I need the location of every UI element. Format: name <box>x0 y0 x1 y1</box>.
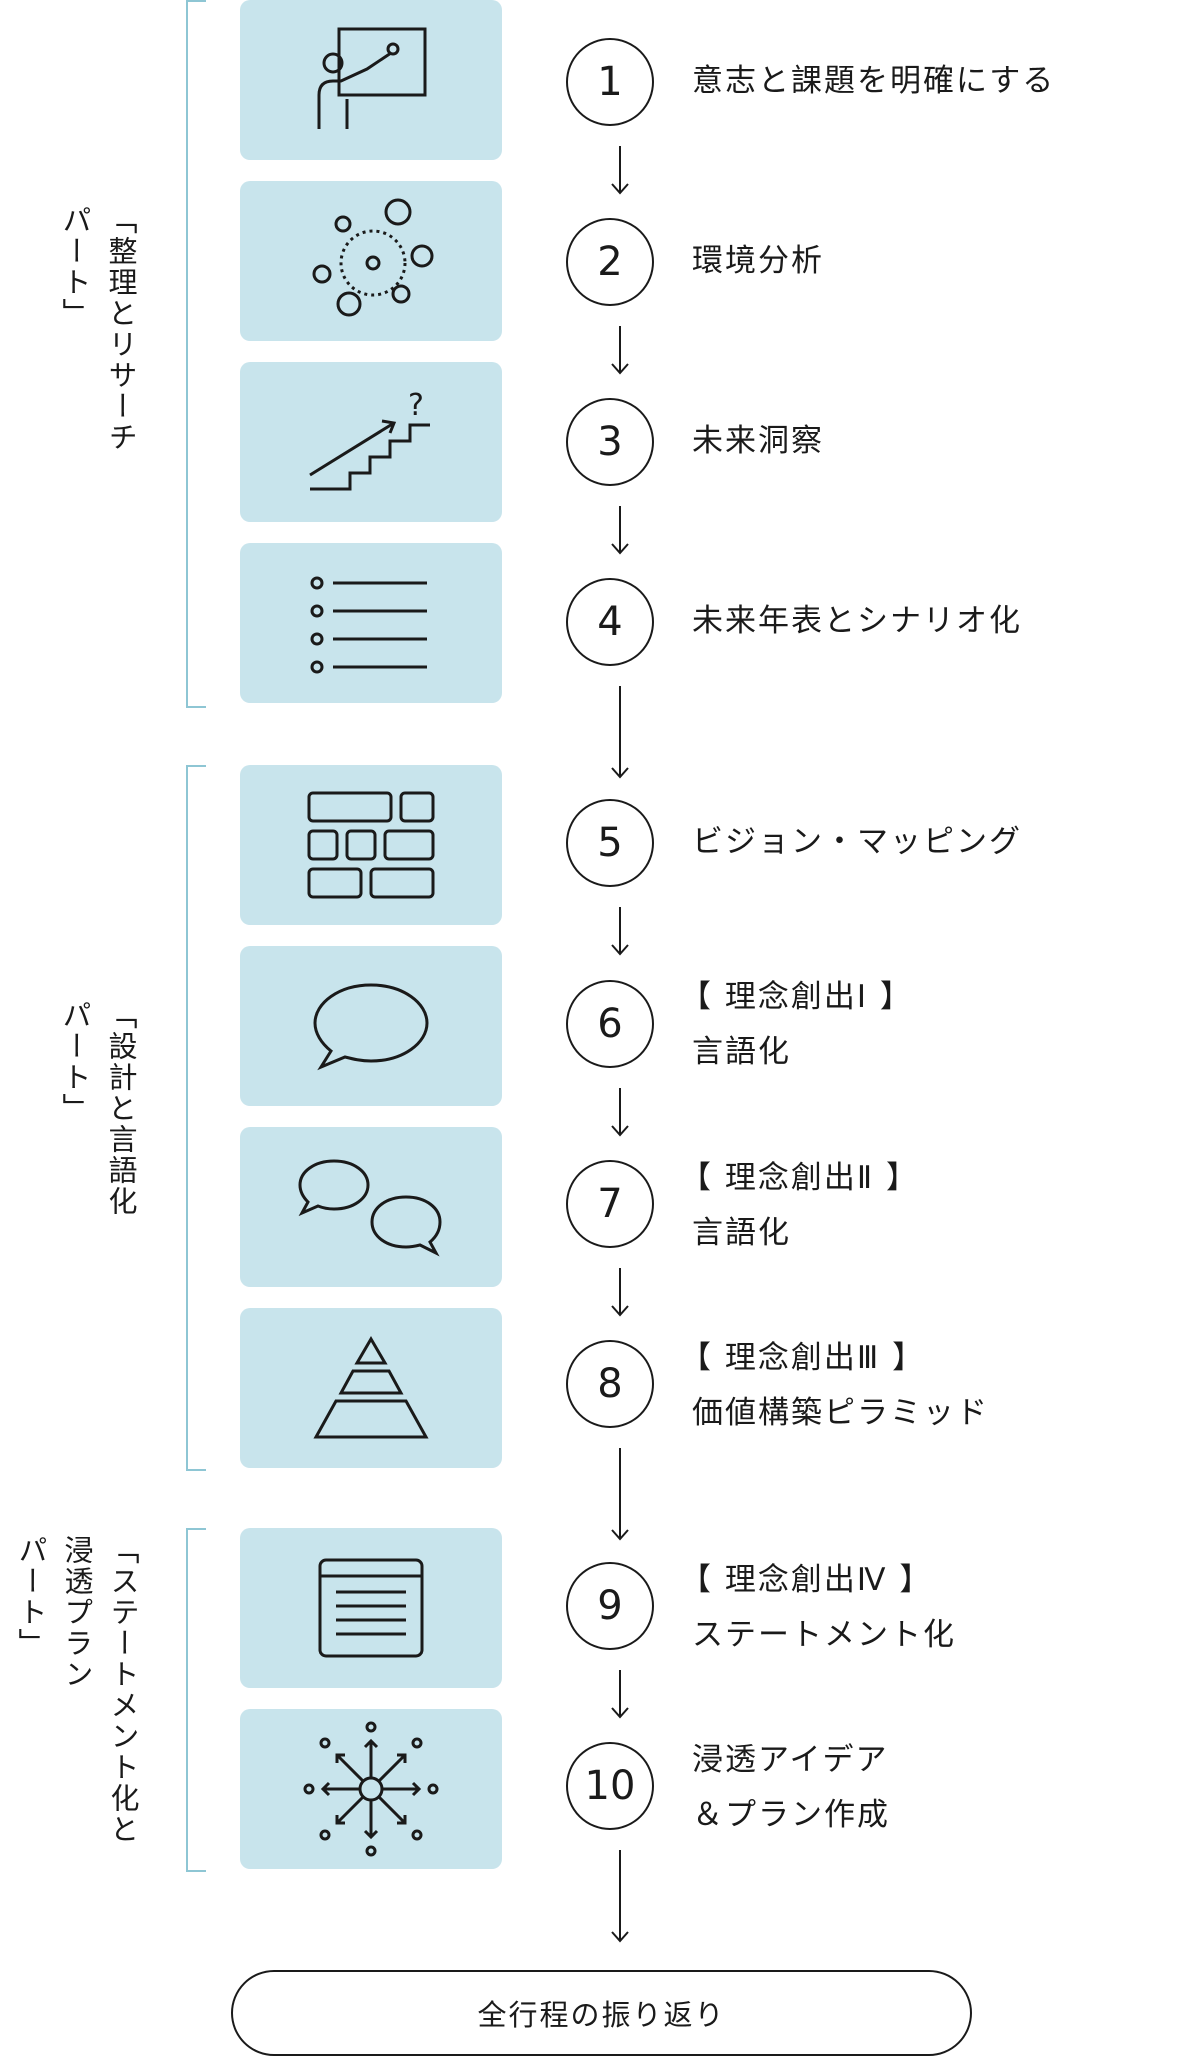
step-2-tile <box>240 181 502 341</box>
step-4-tile <box>240 543 502 703</box>
two-speech-bubbles-icon <box>298 1159 442 1257</box>
step-10-subtitle: ＆プラン作成 <box>692 1797 890 1833</box>
step-9-tile <box>240 1528 502 1688</box>
step-9-subtitle: ステートメント化 <box>692 1617 956 1653</box>
stairs-question-icon: ? <box>309 388 430 491</box>
arrow-down-icon <box>611 686 629 779</box>
step-5-tile <box>240 765 502 925</box>
arrow-down-icon <box>611 506 629 555</box>
step-7-subtitle: 言語化 <box>692 1215 791 1251</box>
step-7-tile <box>240 1127 502 1287</box>
step-8-tile <box>240 1308 502 1468</box>
step-2-number: 2 <box>566 218 654 306</box>
step-1-title: 意志と課題を明確にする <box>692 63 1056 99</box>
step-1-number: 1 <box>566 38 654 126</box>
step-1-tile <box>240 0 502 160</box>
step-7-number: 7 <box>566 1160 654 1248</box>
environment-circles-icon <box>312 198 434 317</box>
step-7-title: 【 理念創出Ⅱ 】 <box>680 1160 919 1196</box>
phase-bracket-3 <box>186 1528 206 1872</box>
list-icon <box>310 576 427 674</box>
step-4-title: 未来年表とシナリオ化 <box>692 603 1022 639</box>
presentation-icon <box>317 27 427 129</box>
svg-text:?: ? <box>408 388 424 423</box>
document-icon <box>318 1558 424 1657</box>
phase-label-statement: 「ステートメント化と 浸透プラン パート」 <box>14 1535 140 1845</box>
step-5-title: ビジョン・マッピング <box>692 824 1022 860</box>
arrow-down-icon <box>611 1088 629 1137</box>
arrow-down-icon <box>611 1448 629 1541</box>
phase-bracket-2 <box>186 765 206 1471</box>
step-8-number: 8 <box>566 1340 654 1428</box>
step-4-number: 4 <box>566 578 654 666</box>
step-5-number: 5 <box>566 799 654 887</box>
step-3-title: 未来洞察 <box>692 423 824 459</box>
step-9-title: 【 理念創出Ⅳ 】 <box>680 1562 933 1598</box>
arrow-down-icon <box>611 146 629 195</box>
step-6-subtitle: 言語化 <box>692 1034 791 1070</box>
speech-bubble-icon <box>313 983 429 1071</box>
arrow-down-icon <box>611 326 629 375</box>
bricks-icon <box>307 791 435 899</box>
step-6-title: 【 理念創出Ⅰ 】 <box>680 979 913 1015</box>
step-6-number: 6 <box>566 980 654 1068</box>
final-review-pill: 全行程の振り返り <box>231 1970 972 2056</box>
final-review-label: 全行程の振り返り <box>477 1998 726 2032</box>
step-8-title: 【 理念創出Ⅲ 】 <box>680 1340 926 1376</box>
phase-label-design: 「設計と言語化 パート」 <box>58 1000 138 1217</box>
step-8-subtitle: 価値構築ピラミッド <box>692 1395 989 1431</box>
step-10-title: 浸透アイデア <box>692 1742 889 1778</box>
arrow-down-icon <box>611 1268 629 1317</box>
arrow-down-icon <box>611 1670 629 1719</box>
step-2-title: 環境分析 <box>692 243 824 279</box>
step-10-tile <box>240 1709 502 1869</box>
arrow-down-icon <box>611 907 629 956</box>
phase-bracket-1 <box>186 0 206 708</box>
phase-label-research: 「整理とリサーチ パート」 <box>58 205 138 453</box>
step-6-tile <box>240 946 502 1106</box>
step-3-number: 3 <box>566 398 654 486</box>
radiating-arrows-icon <box>303 1721 439 1857</box>
step-3-tile: ? <box>240 362 502 522</box>
step-10-number: 10 <box>566 1742 654 1830</box>
step-9-number: 9 <box>566 1562 654 1650</box>
arrow-down-icon <box>611 1850 629 1943</box>
pyramid-icon <box>313 1336 429 1439</box>
